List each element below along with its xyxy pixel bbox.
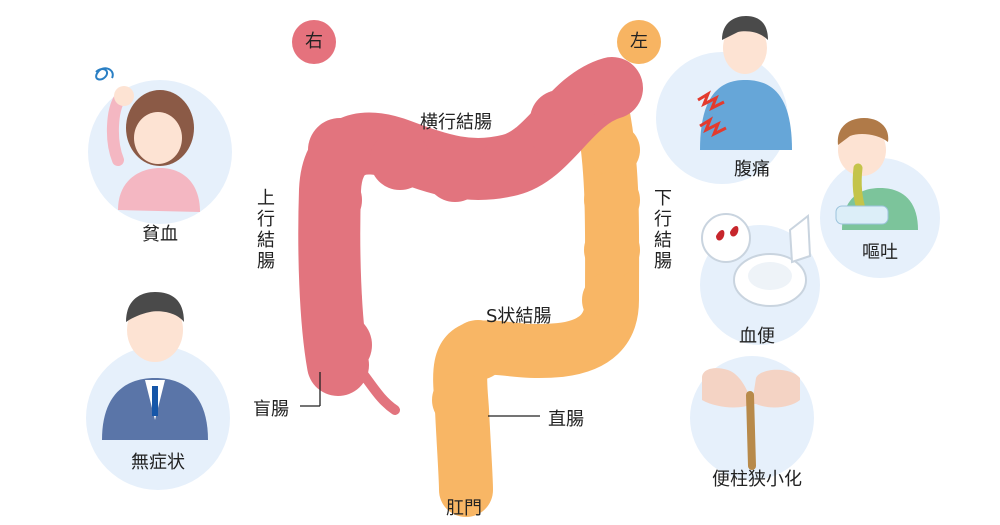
symptom-label-narrow-stool: 便柱狭小化 <box>712 469 802 490</box>
symptom-label-anemia: 貧血 <box>142 224 178 245</box>
transverse-colon-label: 横行結腸 <box>420 112 492 133</box>
symptom-label-none: 無症状 <box>131 452 185 473</box>
anus-label: 肛門 <box>446 498 482 519</box>
vomiting-boy-icon <box>835 118 918 230</box>
descending-colon-label: 下 行 結 腸 <box>654 188 672 272</box>
dizzy-woman-icon <box>95 67 200 212</box>
left-side-badge: 左 <box>617 20 661 64</box>
ascending-colon-label: 上 行 結 腸 <box>257 188 275 272</box>
symptom-label-vomiting: 嘔吐 <box>862 242 898 263</box>
left-colon <box>432 83 640 517</box>
stomach-ache-man-icon <box>697 16 792 150</box>
toilet-blood-icon <box>701 213 812 307</box>
businessman-icon <box>102 292 208 440</box>
right-colon <box>298 57 643 415</box>
symptom-label-abdominal-pain: 腹痛 <box>734 159 770 180</box>
symptom-label-bloody-stool: 血便 <box>739 326 775 347</box>
sigmoid-colon-label: S状結腸 <box>486 306 552 327</box>
rectum-label: 直腸 <box>548 409 584 430</box>
narrow-stool-icon <box>702 368 800 470</box>
right-side-badge: 右 <box>292 20 336 64</box>
cecum-label: 盲腸 <box>253 399 289 420</box>
